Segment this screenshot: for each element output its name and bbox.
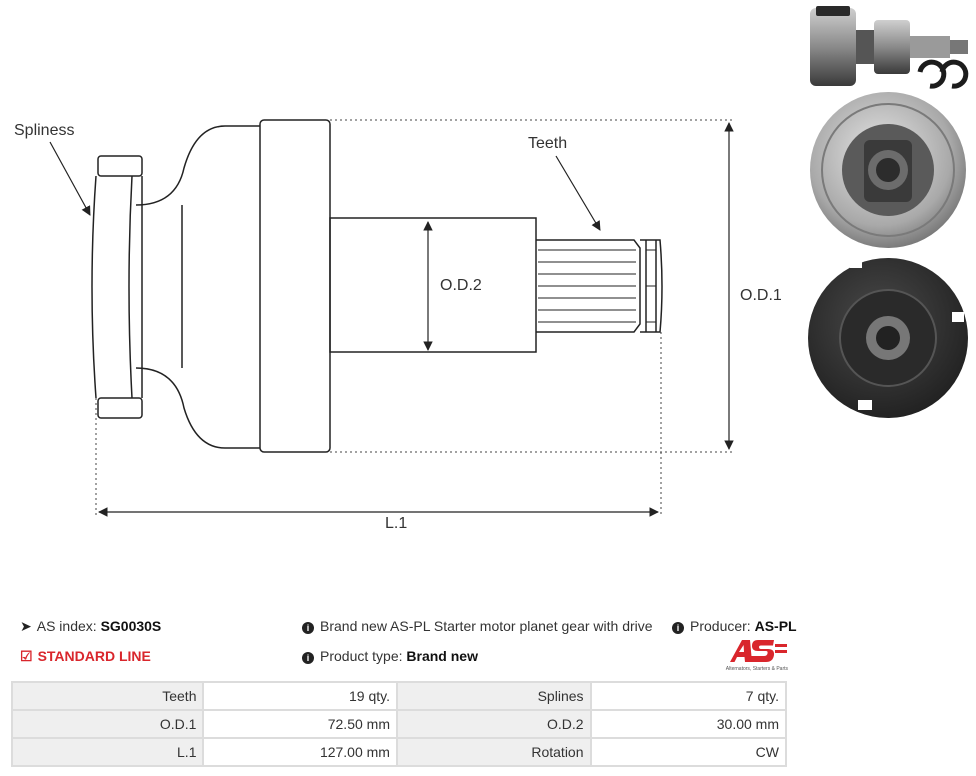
standard-line-label: STANDARD LINE	[37, 648, 151, 664]
product-photos	[802, 0, 976, 430]
check-square-icon: ☑	[20, 648, 33, 664]
as-index: ➤AS index: SG0030S	[20, 618, 161, 635]
logo-tagline: Alternators, Starters & Parts	[726, 666, 789, 672]
spec-value: 30.00 mm	[589, 709, 788, 739]
spec-value: CW	[589, 737, 788, 767]
specs-table: Teeth 19 qty. Splines 7 qty. O.D.1 72.50…	[10, 681, 788, 767]
table-row: L.1 127.00 mm Rotation CW	[10, 737, 788, 767]
spec-value: 127.00 mm	[202, 737, 398, 767]
teeth-label: Teeth	[528, 135, 567, 152]
as-index-label: AS index:	[36, 618, 97, 634]
standard-line-badge: ☑STANDARD LINE	[20, 648, 151, 665]
product-type-label: Product type:	[320, 648, 403, 664]
product-type: i Product type: Brand new	[302, 648, 478, 664]
od2-label: O.D.2	[440, 277, 482, 294]
producer-value: AS-PL	[754, 618, 797, 634]
l1-label: L.1	[385, 515, 407, 532]
producer-label: Producer:	[690, 618, 751, 634]
product-photo-side	[808, 6, 969, 418]
tags-icon: ➤	[20, 618, 32, 634]
technical-drawing: Spliness Teeth O.D.2 O.D.1 L.1	[14, 119, 782, 532]
spec-value: 72.50 mm	[202, 709, 398, 739]
as-pl-logo: Alternators, Starters & Parts	[716, 636, 790, 672]
spec-key: O.D.1	[10, 709, 205, 739]
product-description: i Brand new AS-PL Starter motor planet ge…	[302, 618, 653, 634]
spec-key: Splines	[395, 681, 592, 711]
technical-drawing-svg: Spliness Teeth O.D.2 O.D.1 L.1	[14, 119, 782, 532]
as-index-value: SG0030S	[100, 618, 162, 634]
info-icon: i	[672, 622, 684, 634]
spec-value: 19 qty.	[202, 681, 398, 711]
spec-key: Teeth	[10, 681, 205, 711]
spec-value: 7 qty.	[589, 681, 788, 711]
table-row: O.D.1 72.50 mm O.D.2 30.00 mm	[10, 709, 788, 739]
info-icon: i	[302, 622, 314, 634]
description-text: Brand new AS-PL Starter motor planet gea…	[320, 618, 653, 634]
spliness-label: Spliness	[14, 122, 74, 139]
spec-key: Rotation	[395, 737, 592, 767]
spec-key: O.D.2	[395, 709, 592, 739]
spec-key: L.1	[10, 737, 205, 767]
od1-label: O.D.1	[740, 287, 782, 304]
info-icon: i	[302, 652, 314, 664]
producer: i Producer: AS-PL	[672, 618, 797, 634]
table-row: Teeth 19 qty. Splines 7 qty.	[10, 681, 788, 711]
product-type-value: Brand new	[406, 648, 478, 664]
